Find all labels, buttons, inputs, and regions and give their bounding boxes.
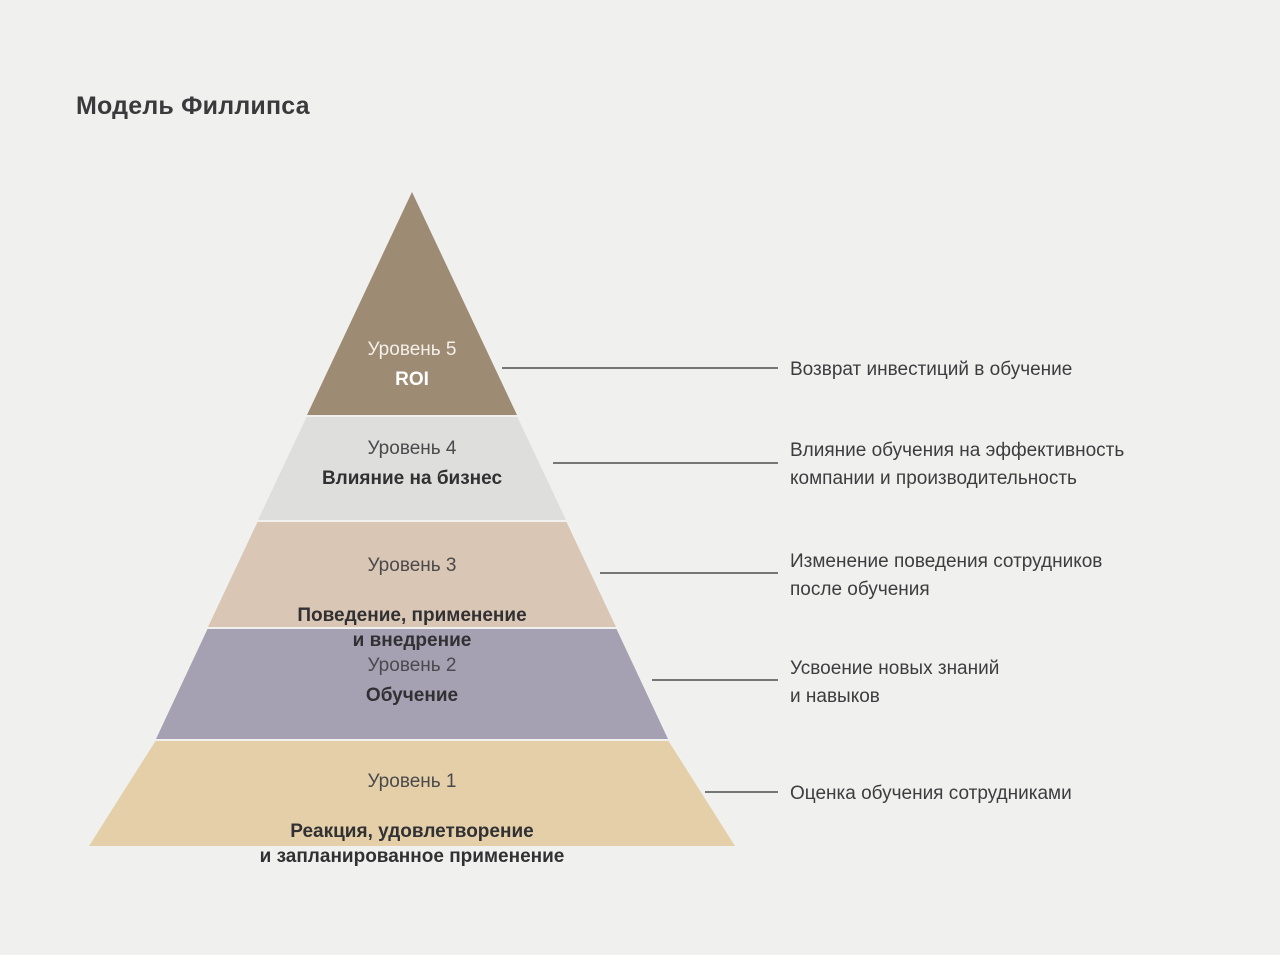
pyramid-tier-1-shape[interactable] [89, 741, 735, 846]
description-level-3: Изменение поведения сотрудников после об… [790, 551, 1103, 600]
pyramid-tier-2-shape[interactable] [156, 629, 668, 739]
page-title: Модель Филлипса [76, 92, 310, 120]
description-level-5: Возврат инвестиций в обучение [790, 359, 1073, 380]
pyramid-tier-5-shape[interactable] [307, 192, 517, 415]
description-level-1: Оценка обучения сотрудниками [790, 783, 1072, 804]
pyramid-tier-3-shape[interactable] [208, 522, 616, 627]
pyramid-tier-4-shape[interactable] [258, 417, 566, 520]
description-level-2: Усвоение новых знаний и навыков [790, 658, 1000, 707]
description-level-4: Влияние обучения на эффективность компан… [790, 440, 1125, 489]
